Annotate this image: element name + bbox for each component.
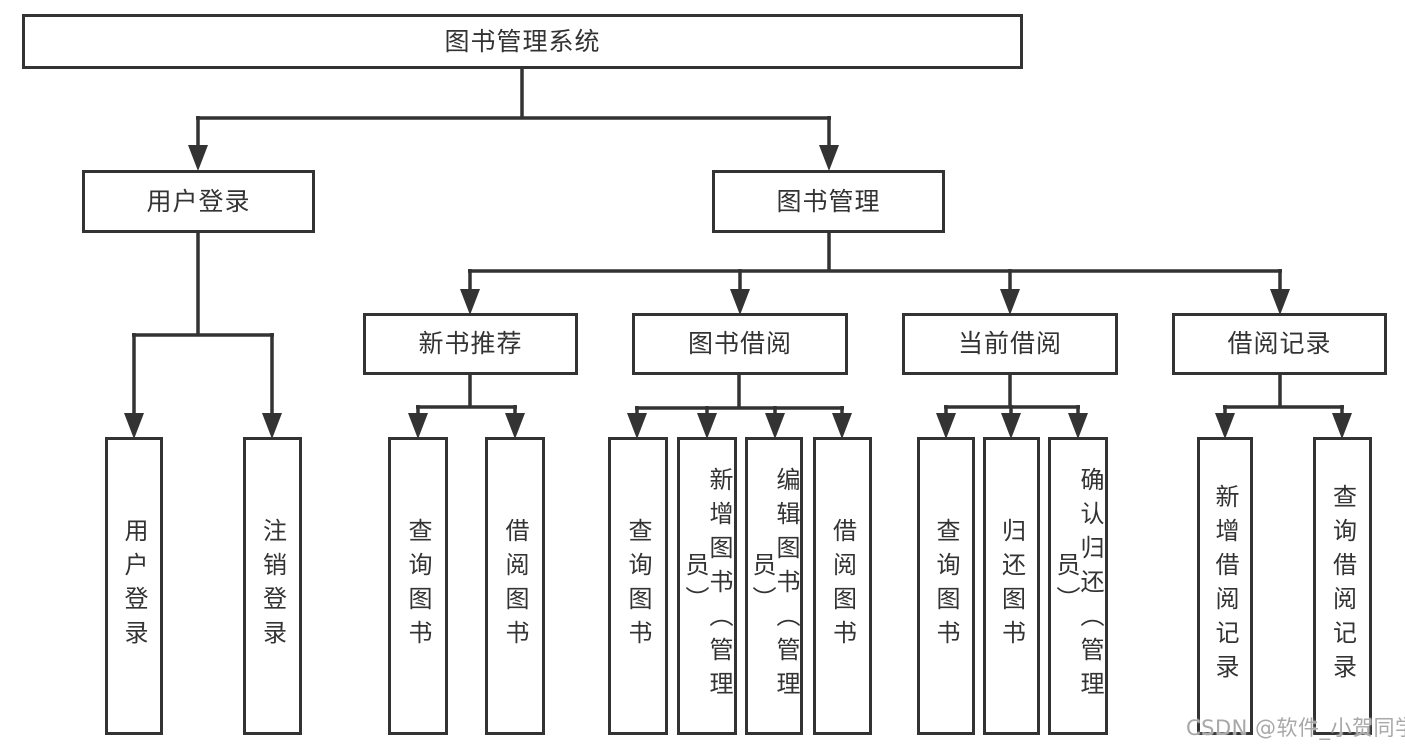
leaf-user-login: 用户登录: [105, 437, 163, 735]
leaf-query-books-current: 查询图书: [917, 437, 975, 735]
leaf-add-books-admin: 新增图书（管理员）: [677, 437, 737, 735]
node-user-login-branch: 用户登录: [82, 170, 315, 233]
node-current-borrowing: 当前借阅: [902, 313, 1118, 375]
node-library-management-system: 图书管理系统: [22, 14, 1023, 69]
node-book-management-branch: 图书管理: [712, 170, 945, 233]
leaf-query-borrow-record: 查询借阅记录: [1313, 437, 1372, 735]
leaf-borrow-books: 借阅图书: [813, 437, 872, 735]
leaf-logout: 注销登录: [243, 437, 302, 735]
csdn-watermark: CSDN @软件_小贺同学: [1186, 716, 1405, 740]
leaf-confirm-return-admin: 确认归还（管理员）: [1048, 437, 1108, 735]
leaf-borrow-books-recommend: 借阅图书: [485, 437, 545, 735]
node-book-borrowing: 图书借阅: [632, 313, 848, 375]
leaf-return-books: 归还图书: [983, 437, 1040, 735]
leaf-add-borrow-record: 新增借阅记录: [1197, 437, 1253, 735]
leaf-edit-books-admin: 编辑图书（管理员）: [745, 437, 803, 735]
node-new-book-recommendation: 新书推荐: [363, 313, 578, 375]
node-borrowing-records: 借阅记录: [1172, 313, 1387, 375]
leaf-query-books-recommend: 查询图书: [388, 437, 448, 735]
leaf-query-books-borrowing: 查询图书: [608, 437, 668, 735]
